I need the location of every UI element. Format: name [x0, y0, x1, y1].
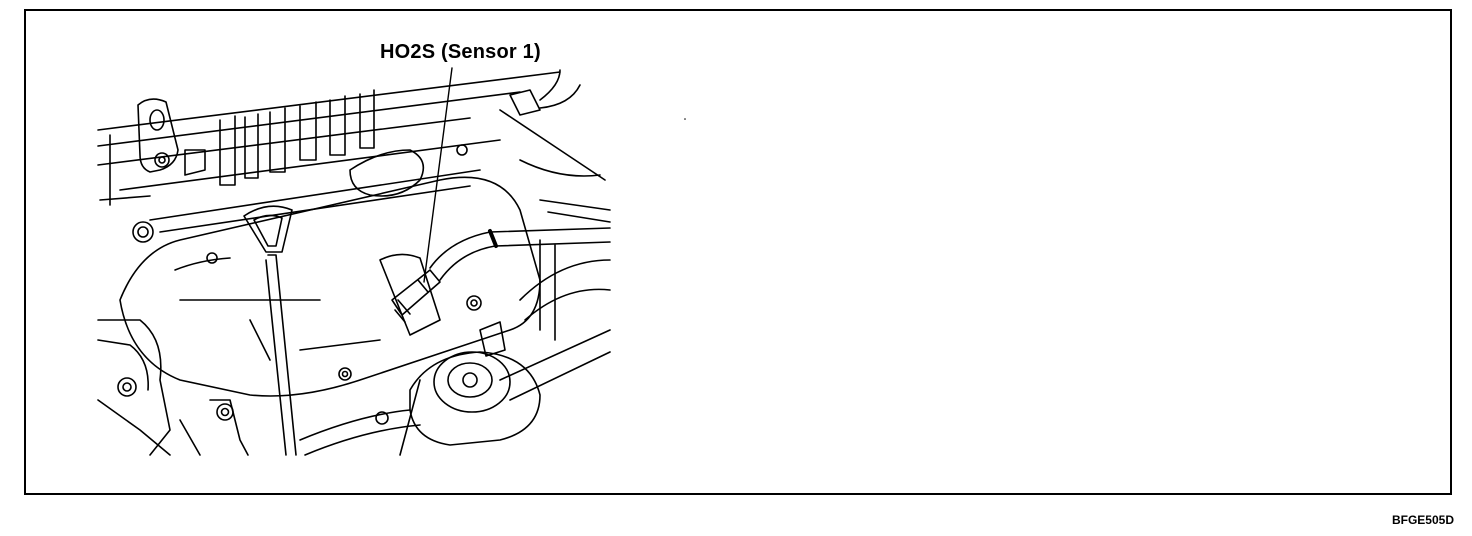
callout-leader-line: [423, 67, 453, 283]
stray-mark: [684, 118, 686, 120]
hoses: [499, 199, 611, 401]
engine-mount: [399, 321, 541, 456]
upper-connector: [499, 69, 606, 181]
lifting-eye-bracket: [137, 98, 179, 173]
exhaust-manifold-heat-shield: [119, 149, 541, 397]
lower-left-bracket: [97, 319, 249, 456]
diagram-frame: [24, 9, 1452, 495]
callout-label: HO2S (Sensor 1): [380, 41, 541, 63]
oil-dipstick: [243, 205, 297, 456]
bolts: [117, 144, 482, 421]
intake-manifold: [97, 71, 561, 233]
figure-id: BFGE505D: [1391, 513, 1454, 527]
lower-frame: [299, 409, 421, 456]
oxygen-sensor: [391, 227, 611, 323]
